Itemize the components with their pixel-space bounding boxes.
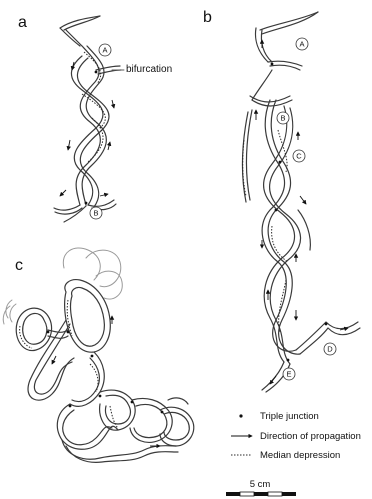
panel-c: c [3,248,194,462]
legend-triple-junction: Triple junction [239,411,318,422]
svg-text:B: B [280,114,285,123]
svg-text:A: A [102,46,107,55]
bifurcation-annotation: bifurcation [126,64,172,75]
svg-text:D: D [327,345,333,354]
svg-text:B: B [93,209,98,218]
panel-a: a bifurcation [18,14,172,222]
legend: Triple junction Direction of propagation… [231,411,361,461]
scale-bar: 5 cm [226,479,296,496]
legend-direction-label: Direction of propagation [260,431,361,442]
svg-text:A: A [299,40,304,49]
panel-b-marker-e: E [283,368,295,380]
panel-a-marker-b: B [90,207,102,219]
legend-median-label: Median depression [260,450,340,461]
svg-text:E: E [286,370,291,379]
panel-c-label: c [15,257,23,274]
panel-a-label: a [18,14,27,31]
panel-b-marker-a: A [296,38,308,50]
panel-a-marker-a: A [99,44,111,56]
panel-b-marker-c: C [293,150,305,162]
panel-b-label: b [203,9,212,26]
panel-b-marker-d: D [324,343,336,355]
panel-b: b [203,9,360,392]
legend-median: Median depression [231,450,340,461]
scale-bar-label: 5 cm [250,479,271,490]
legend-triple-junction-label: Triple junction [260,411,319,422]
panel-b-marker-b: B [277,112,289,124]
svg-text:C: C [296,152,302,161]
legend-direction: Direction of propagation [231,431,361,442]
